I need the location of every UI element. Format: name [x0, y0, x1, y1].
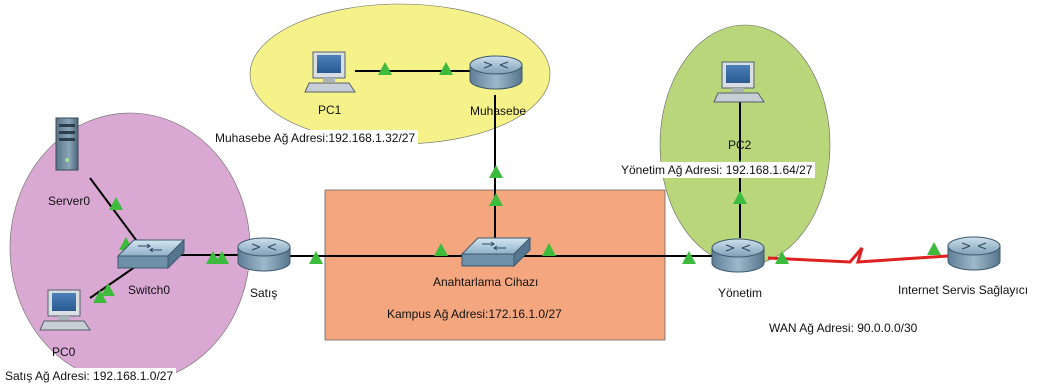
port-led-switch0-pc0 [101, 283, 115, 296]
server0-label: Server0 [48, 194, 91, 208]
pc2-label: PC2 [728, 138, 752, 152]
satis-router-label: Satış [250, 286, 278, 300]
pc0-label: PC0 [52, 345, 76, 359]
port-led-muhasebe-pc1 [439, 62, 453, 75]
wan-address-label: WAN Ağ Adresi: 90.0.0.0/30 [766, 320, 921, 336]
port-led-pc1 [378, 62, 392, 75]
core-switch-label: Anahtarlama Cihazı [433, 275, 539, 289]
pc-icon[interactable] [304, 51, 356, 93]
port-led-yonetim-core [682, 251, 696, 264]
satis-address-label: Satış Ağ Adresi: 192.168.1.0/27 [2, 368, 177, 384]
port-led-isp-wan [927, 242, 941, 255]
port-led-satis-switch0 [215, 251, 229, 264]
kampus-address-label: Kampus Ağ Adresi:172.16.1.0/27 [387, 307, 562, 321]
port-led-server0 [109, 197, 123, 210]
port-led-core-muhasebe [489, 193, 503, 206]
router-icon[interactable] [469, 55, 523, 90]
switch-icon[interactable] [116, 238, 186, 270]
port-led-pc0 [93, 290, 107, 303]
port-led-yonetim-pc2 [733, 191, 747, 204]
isp-router-label: Internet Servis Sağlayıcı [898, 283, 1029, 297]
port-led-switch0-satis [206, 251, 220, 264]
switch-icon[interactable] [460, 236, 532, 268]
router-icon[interactable] [237, 237, 291, 272]
yonetim-router-label: Yönetim [718, 286, 763, 300]
port-led-core-yonetim [542, 243, 556, 256]
pc1-label: PC1 [318, 103, 342, 117]
pc-icon[interactable] [39, 289, 91, 331]
port-leds [93, 62, 941, 303]
server-icon[interactable] [55, 117, 79, 171]
port-led-core-satis [434, 243, 448, 256]
link-yonetim-isp-wan [767, 247, 949, 264]
router-icon[interactable] [947, 236, 1001, 271]
pc-icon[interactable] [713, 61, 765, 103]
muhasebe-router-label: Muhasebe [470, 104, 527, 118]
port-led-muhasebe-core [489, 165, 503, 178]
router-icon[interactable] [711, 238, 765, 273]
yonetim-address-label: Yönetim Ağ Adresi: 192.168.1.64/27 [618, 162, 816, 178]
muhasebe-address-label: Muhasebe Ağ Adresi:192.168.1.32/27 [212, 130, 419, 146]
port-led-satis-core [309, 251, 323, 264]
switch0-label: Switch0 [128, 283, 171, 297]
port-led-yonetim-wan [775, 251, 789, 264]
